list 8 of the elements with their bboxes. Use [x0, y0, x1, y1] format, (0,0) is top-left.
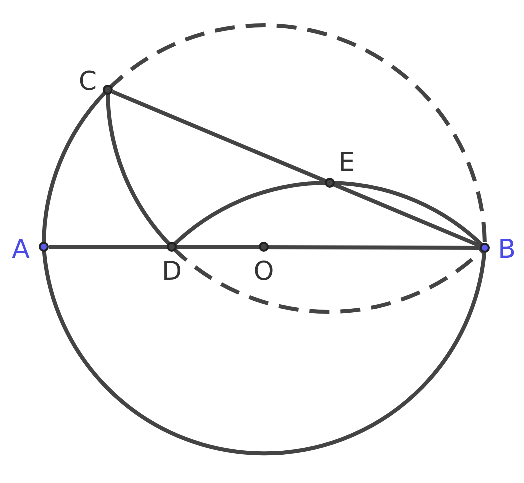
- point-label: O: [254, 259, 274, 285]
- point-label: A: [12, 237, 30, 263]
- point-label: B: [498, 237, 516, 263]
- point-label: C: [78, 69, 98, 95]
- line-segment: [49, 245, 480, 250]
- point-label: D: [162, 259, 182, 285]
- line-segment: [112, 90, 482, 248]
- point-label: E: [338, 150, 356, 176]
